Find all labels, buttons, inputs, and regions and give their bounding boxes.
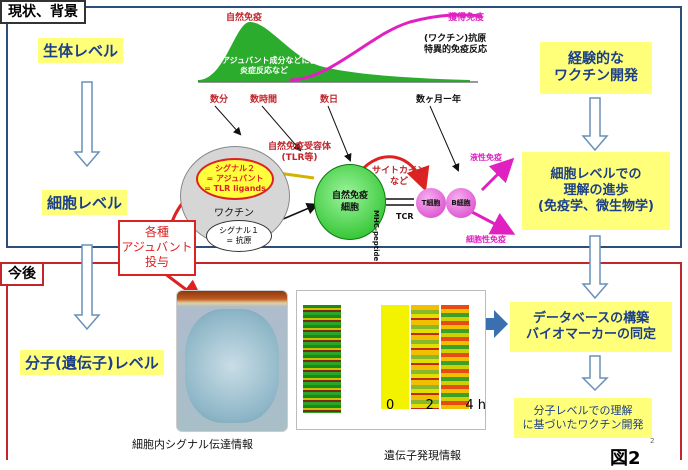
cell-progress-box: 細胞レベルでの理解の進歩(免疫学、微生物学) — [522, 152, 670, 230]
organism-to-cell-arrow — [73, 81, 101, 168]
cellular-immunity-label: 細胞性免疫 — [466, 235, 506, 244]
gene-expression-heatmap — [296, 290, 486, 430]
future-section-frame — [6, 262, 682, 460]
time-2: 2 — [425, 398, 434, 413]
tick-days: 数日 — [320, 95, 339, 105]
signaling-network-image — [176, 290, 288, 432]
future-section-label: 今後 — [0, 262, 44, 286]
cell-to-molecular-arrow — [73, 244, 101, 331]
tick-minutes: 数分 — [210, 95, 229, 105]
current-section-frame — [6, 6, 682, 248]
database-box: データベースの構築バイオマーカーの同定 — [510, 302, 672, 352]
cytokine-label: サイトカインなど — [372, 166, 427, 187]
cell-to-database-arrow — [581, 235, 609, 300]
signal1-antigen: シグナル１= 抗原 — [206, 220, 272, 252]
time-4h: 4 h — [465, 398, 486, 413]
innate-immunity-label: 自然免疫 — [226, 13, 263, 23]
mhc-peptide-label: MHC-peptide — [372, 210, 380, 262]
expression-caption: 遺伝子発現情報 — [384, 449, 461, 462]
acquired-response-curve — [289, 13, 483, 82]
tcr-label: TCR — [396, 212, 414, 221]
signaling-caption: 細胞内シグナル伝達情報 — [132, 438, 253, 451]
signal2-adjuvant: シグナル２= アジュバント= TLR ligands — [196, 158, 274, 200]
time-0: 0 — [386, 398, 395, 413]
organism-level-label: 生体レベル — [38, 38, 124, 63]
acquired-immunity-label: 獲得免疫 — [448, 13, 485, 23]
page-number: 2 — [650, 437, 655, 445]
adjuvant-administration-box: 各種アジュバント投与 — [118, 220, 196, 276]
database-to-dev-arrow — [581, 355, 609, 392]
tick-months: 数ヶ月ー年 — [416, 95, 462, 105]
innate-response-curve — [198, 22, 470, 82]
figure-label: 図2 — [610, 448, 641, 469]
innate-receptor-label: 自然免疫受容体(TLR等) — [268, 142, 332, 163]
current-section-label: 現状、背景 — [0, 0, 86, 24]
heatmap-time-axis: 0 2 4 h — [386, 398, 486, 413]
t-cell: T細胞 — [416, 188, 446, 218]
b-cell: B細胞 — [446, 188, 476, 218]
tick-hours: 数時間 — [250, 95, 278, 105]
empirical-vaccine-box: 経験的なワクチン開発 — [540, 42, 652, 94]
humoral-immunity-label: 液性免疫 — [470, 153, 502, 162]
vaccine-label: ワクチン — [214, 208, 254, 219]
empirical-to-cell-arrow — [581, 97, 609, 152]
heatmap-to-database-arrow — [484, 310, 508, 338]
cell-level-label: 細胞レベル — [42, 190, 128, 215]
innate-immune-cell: 自然免疫細胞 — [314, 164, 386, 240]
adjuvant-inflammation-note: アジュバント成分などによる炎症反応など — [222, 56, 326, 75]
molecular-development-box: 分子レベルでの理解に基づいたワクチン開発 — [514, 398, 652, 438]
molecular-level-label: 分子(遺伝子)レベル — [20, 350, 164, 375]
antigen-response-note: (ワクチン)抗原特異的免疫反応 — [424, 34, 488, 55]
